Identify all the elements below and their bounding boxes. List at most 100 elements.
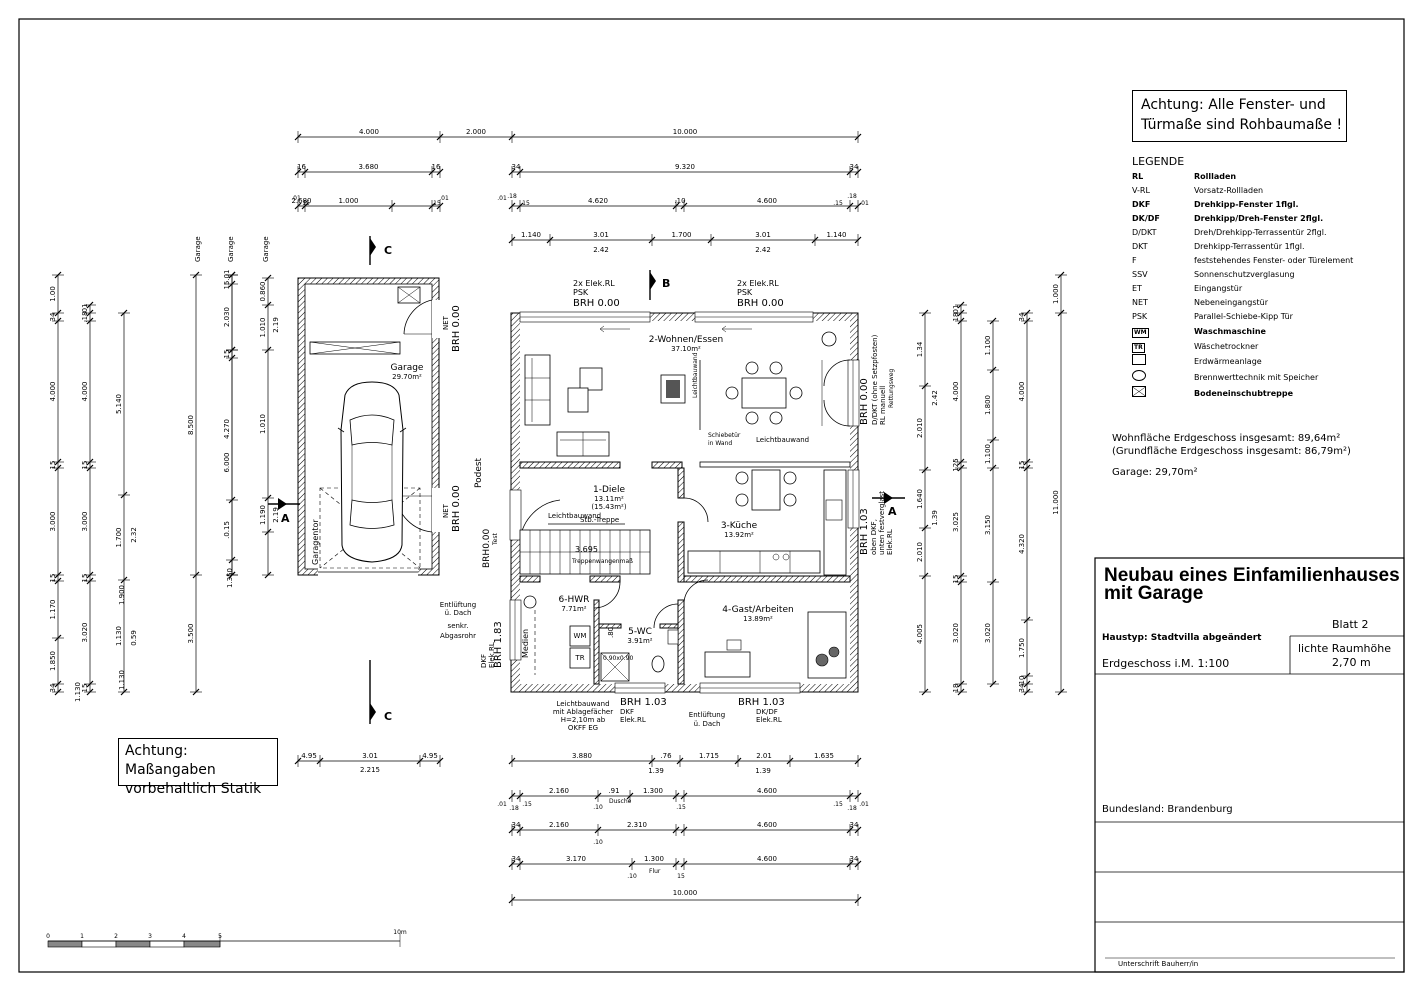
dimension-text: 4.600 xyxy=(757,855,777,863)
dimension-text: 1.39 xyxy=(648,767,664,775)
dimension-text: 0.59 xyxy=(130,630,138,646)
dimension-line xyxy=(1023,309,1031,317)
dimension-text: 15 xyxy=(49,574,57,583)
dimension-text: 2.030 xyxy=(223,307,231,327)
dimension-line xyxy=(626,792,634,800)
dryer-label: TR xyxy=(574,654,584,662)
dimension-line xyxy=(54,571,62,579)
dimension-text: 4.000 xyxy=(952,381,960,401)
dimension-line xyxy=(707,236,715,244)
dimension-text: 34 xyxy=(49,683,57,692)
dimension-text: .01 xyxy=(859,801,869,808)
stair-label: Stb.-Treppe xyxy=(580,516,619,524)
gross-area-text: (Grundfläche Erdgeschoss insgesamt: 86,7… xyxy=(1112,446,1351,457)
dimension-line xyxy=(957,572,965,580)
section-label-c: C xyxy=(384,710,392,723)
dimension-text: 1.170 xyxy=(49,599,57,619)
dimension-line xyxy=(120,576,128,584)
dimension-text: 6.000 xyxy=(223,452,231,472)
dimension-text: 3.000 xyxy=(49,511,57,531)
dimension-text: 3.500 xyxy=(187,623,195,643)
garage-tag: Garage xyxy=(194,236,202,262)
dimension-line xyxy=(1023,616,1031,624)
dimension-line xyxy=(921,309,929,317)
dimension-line xyxy=(388,202,396,210)
legend-title: LEGENDE xyxy=(1132,155,1185,168)
drawing-text-layer: 2-Wohnen/Essen37.10m²1-Diele13.11m²(15.4… xyxy=(194,236,897,875)
dimension-line xyxy=(516,792,524,800)
room-area: 13.89m² xyxy=(743,615,773,623)
dimension-line xyxy=(508,202,516,210)
dimension-line xyxy=(672,202,680,210)
dimension-line xyxy=(989,578,997,586)
dimension-line xyxy=(294,757,302,765)
dimension-text: 1.700 xyxy=(115,527,123,547)
window-label: Elek.RL xyxy=(756,716,782,724)
window-label: BRH 0.00 xyxy=(737,298,784,309)
project-title-line2: mit Garage xyxy=(1104,583,1204,604)
dimension-text: 3.01 xyxy=(593,231,609,239)
room-area: 13.11m² xyxy=(594,495,624,503)
washing-machine-icon: WM xyxy=(1132,328,1149,338)
dimension-text: 2.215 xyxy=(360,766,380,774)
dimension-text: 1.350 xyxy=(226,568,234,588)
kitchen-furniture xyxy=(687,469,847,576)
wall-label: Leichtbauwand xyxy=(756,436,809,444)
dimension-line xyxy=(264,571,272,579)
vent-label: Abgasrohr xyxy=(440,632,476,640)
dimension-line xyxy=(680,202,688,210)
living-area-text: Wohnfläche Erdgeschoss insgesamt: 89,64m… xyxy=(1112,433,1341,444)
legend-text: Brennwerttechnik mit Speicher xyxy=(1194,373,1319,382)
dimension-line xyxy=(672,860,680,868)
dimension-line xyxy=(294,133,302,141)
dim-note: Flur xyxy=(649,868,661,875)
dimension-text: .15 xyxy=(431,200,441,207)
dimension-text: .01 xyxy=(291,195,301,202)
dimension-text: .15 xyxy=(522,801,532,808)
window-label: BRH 1.03 xyxy=(620,697,667,708)
dimension-line xyxy=(676,757,684,765)
dimension-line xyxy=(86,680,94,688)
dimension-line xyxy=(264,494,272,502)
legend-code: ET xyxy=(1132,284,1142,293)
window-label: BRH 1.03 xyxy=(738,697,785,708)
dimension-line xyxy=(1023,317,1031,325)
dimension-text: .18 xyxy=(847,805,857,812)
window-label: PSK xyxy=(573,288,589,297)
dimension-line xyxy=(1023,464,1031,472)
dimension-text: 1.130 xyxy=(115,626,123,646)
dimension-line xyxy=(672,826,680,834)
dimension-line xyxy=(416,757,424,765)
plant-icon xyxy=(821,331,837,347)
dimension-text: 01 xyxy=(952,305,960,314)
dimension-text: 1.635 xyxy=(814,752,834,760)
legend-text: Rollladen xyxy=(1194,172,1237,181)
notice-windows-line1: Achtung: Alle Fenster- und xyxy=(1141,97,1326,113)
house-plan xyxy=(509,311,860,694)
stair-label: 3.695 xyxy=(575,545,598,554)
dimension-text: 1.140 xyxy=(521,231,541,239)
dimension-text: .15 xyxy=(833,200,843,207)
dimension-text: 1.900 xyxy=(118,585,126,605)
legend-code: SSV xyxy=(1132,270,1148,279)
window-label: 2x Elek.RL xyxy=(573,279,615,288)
vent-label: Entlüftung xyxy=(440,601,476,609)
dimension-text: 1.850 xyxy=(49,651,57,671)
section-markers xyxy=(268,236,905,724)
window-label: BRH 0.00 xyxy=(573,298,620,309)
dimension-text: 0.860 xyxy=(259,281,267,301)
dimension-text: 1.39 xyxy=(755,767,771,775)
garage-tag: Garage xyxy=(262,236,270,262)
door-label: NET xyxy=(442,315,450,330)
dimension-text: .15 xyxy=(833,801,843,808)
dimension-line xyxy=(86,458,94,466)
dimension-text: 11.000 xyxy=(1052,490,1060,515)
dimension-line xyxy=(957,578,965,586)
notice-statics: Achtung: Maßangaben vorbehaltlich Statik xyxy=(118,738,278,797)
dimension-text: 3.000 xyxy=(81,511,89,531)
